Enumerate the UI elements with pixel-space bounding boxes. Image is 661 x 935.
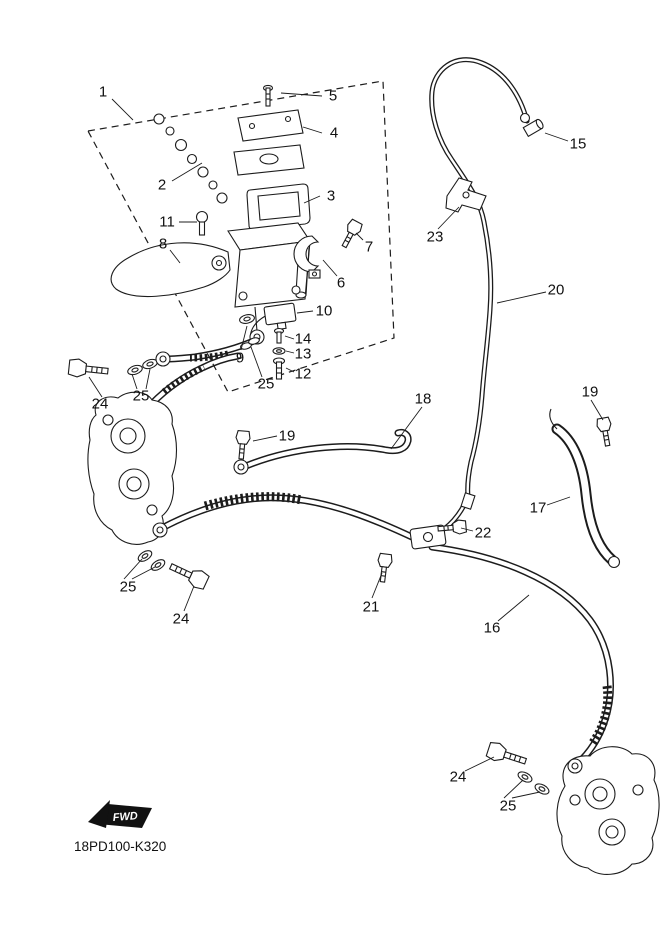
stay-bolt-19 — [595, 416, 616, 448]
hose-bracket-23 — [445, 177, 487, 213]
callout-25: 25 — [132, 387, 150, 405]
hose-20-threaded-end — [460, 492, 476, 510]
callout-25: 25 — [499, 797, 517, 815]
fwd-arrow-icon — [88, 800, 110, 828]
handlebar-clamp — [293, 235, 321, 279]
sealing-washer-25 — [515, 769, 535, 785]
brake-lever — [110, 242, 231, 298]
callout-7: 7 — [364, 238, 374, 256]
callout-9: 9 — [235, 349, 245, 367]
callout-14: 14 — [294, 330, 312, 348]
hose-junction — [409, 524, 447, 550]
callout-1: 1 — [98, 83, 108, 101]
brake-hose-master-cylinder — [163, 336, 260, 363]
switch-bolt — [272, 357, 286, 380]
reservoir-diaphragm — [246, 183, 311, 230]
callout-17: 17 — [529, 499, 547, 517]
callout-25: 25 — [119, 578, 137, 596]
leader-lines — [88, 92, 604, 799]
hose-16-eye — [567, 758, 583, 774]
callout-23: 23 — [426, 228, 444, 246]
flange-bolt-19 — [233, 429, 252, 461]
detail-box-outline — [87, 80, 395, 393]
callout-5: 5 — [328, 87, 338, 105]
front-caliper-left — [87, 391, 178, 545]
master-cylinder-assembly — [110, 84, 365, 380]
callout-11: 11 — [159, 213, 175, 231]
brake-hose-upper-left — [142, 352, 242, 414]
sealing-washer — [248, 337, 260, 345]
hose-fitting-15 — [519, 112, 544, 138]
switch-screw — [273, 327, 285, 344]
front-caliper-right — [556, 746, 660, 875]
sealing-washer-25 — [126, 363, 144, 377]
callout-22: 22 — [474, 524, 492, 542]
callout-24: 24 — [172, 610, 190, 628]
part-code: 18PD100-K320 — [74, 839, 167, 854]
callout-13: 13 — [294, 345, 312, 363]
callout-3: 3 — [326, 187, 336, 205]
caliper-banjo-eye — [152, 522, 168, 538]
banjo-bolt-24 — [166, 557, 211, 592]
lever-washer — [238, 312, 256, 326]
callout-19: 19 — [581, 383, 599, 401]
sealing-washer-25 — [148, 556, 168, 574]
brake-switch — [249, 302, 297, 335]
fwd-direction-badge: FWD — [88, 800, 152, 828]
fwd-badge-body — [98, 804, 152, 828]
junction-bolt-21 — [374, 552, 394, 584]
callout-25: 25 — [257, 375, 275, 393]
callout-20: 20 — [547, 281, 565, 299]
master-cylinder-body — [227, 222, 311, 332]
brake-hose-20 — [429, 57, 530, 537]
callout-15: 15 — [569, 135, 587, 153]
sealing-washer-25 — [532, 781, 552, 797]
callout-24: 24 — [91, 395, 109, 413]
brake-hose-18 — [242, 429, 412, 470]
callout-10: 10 — [315, 302, 333, 320]
brake-hose-lower-left — [158, 492, 418, 542]
reservoir-cap — [237, 109, 304, 142]
callout-6: 6 — [336, 274, 346, 292]
sealing-washer-25 — [135, 547, 155, 565]
reservoir-screw — [262, 84, 274, 107]
banjo-bolt-24 — [485, 740, 529, 771]
hose-eye — [155, 351, 171, 367]
brake-hoses — [142, 57, 614, 768]
callout-8: 8 — [158, 235, 168, 253]
lever-pivot-bolt — [195, 210, 209, 236]
callout-18: 18 — [414, 390, 432, 408]
callout-12: 12 — [294, 365, 312, 383]
callout-16: 16 — [483, 619, 501, 637]
brake-hose-16 — [428, 543, 614, 768]
clamp-bolt — [337, 217, 365, 251]
callout-2: 2 — [157, 176, 167, 194]
hose-stay-17 — [549, 408, 621, 569]
hose-18-eye — [233, 459, 249, 475]
piston-kit-parts — [153, 113, 228, 204]
diaphragm-plate — [233, 144, 305, 176]
fwd-badge-label: FWD — [112, 810, 138, 824]
callout-21: 21 — [362, 598, 380, 616]
switch-washer — [272, 347, 286, 355]
banjo-bolt-24 — [67, 357, 110, 381]
callout-19: 19 — [278, 427, 296, 445]
callout-24: 24 — [449, 768, 467, 786]
callout-4: 4 — [329, 124, 339, 142]
